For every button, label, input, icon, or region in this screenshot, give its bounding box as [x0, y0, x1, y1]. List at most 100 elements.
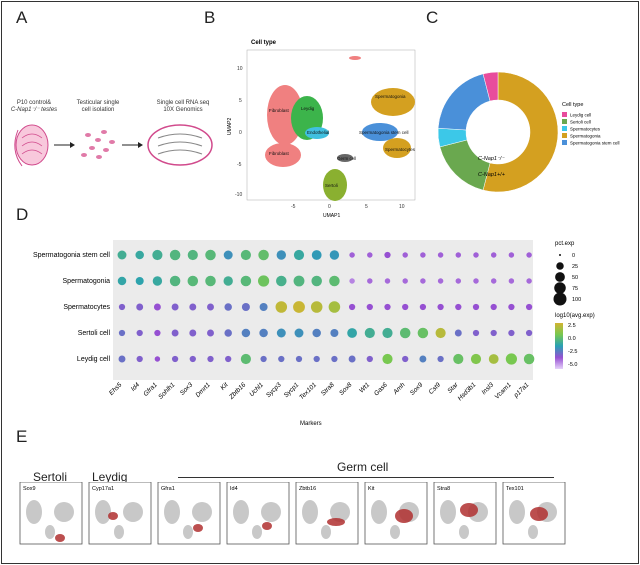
- umap-blob: [114, 525, 124, 539]
- panel-label-e: E: [16, 427, 28, 446]
- dot-mark: [135, 250, 144, 260]
- dot-mark: [257, 275, 270, 287]
- row-label: Spermatocytes: [63, 304, 110, 311]
- dot-mark: [366, 303, 373, 311]
- cluster-sertoli: [323, 169, 347, 201]
- cluster-spermatocytes: [383, 138, 411, 158]
- umap-blob: [233, 500, 249, 524]
- dot-mark: [490, 303, 497, 311]
- dot-mark: [171, 355, 179, 363]
- dot-mark: [508, 278, 515, 284]
- dot-mark: [419, 303, 427, 311]
- xtick: -5: [291, 204, 296, 210]
- donut-arcs: [437, 71, 559, 193]
- donut-slice: [482, 71, 559, 193]
- size-legend-dot: [553, 292, 567, 306]
- ytick: 0: [239, 130, 242, 136]
- size-legend-label: 0: [572, 253, 575, 259]
- cluster-fibroblast-2: [265, 143, 301, 167]
- dot-mark: [455, 303, 462, 311]
- step1-line1: P10 control&: [16, 100, 52, 106]
- cluster-spermatogonia: [371, 88, 415, 116]
- dot-mark: [171, 303, 179, 311]
- dot-mark: [135, 276, 144, 286]
- umap-blob: [95, 500, 111, 524]
- col-label: Sox9: [409, 381, 425, 397]
- dot-mark: [207, 355, 214, 363]
- expression-hotspot: [530, 507, 548, 521]
- dot-mark: [473, 278, 479, 284]
- dot-xlabel: Markers: [300, 421, 322, 427]
- dot-mark: [490, 252, 497, 258]
- dot-mark: [152, 276, 163, 286]
- dot-mark: [312, 328, 321, 338]
- dot-mark: [118, 303, 126, 311]
- dot-mark: [259, 328, 268, 338]
- color-legend-label: 2.5: [568, 323, 576, 329]
- dot-mark: [437, 303, 444, 311]
- dot-mark: [189, 355, 196, 363]
- dot-mark: [349, 252, 355, 258]
- xtick: 10: [399, 204, 405, 210]
- expression-hotspot: [55, 534, 65, 542]
- dot-mark: [171, 329, 179, 337]
- donut-chart: C-Nap1⁻/⁻ C-Nap1+/+ Cell type Leydig cel…: [437, 71, 620, 193]
- color-legend-label: -5.0: [568, 362, 577, 368]
- panel-label-b: B: [204, 8, 216, 27]
- dot-mark: [525, 303, 533, 311]
- dot-mark: [330, 328, 339, 338]
- step3-line2: 10X Genomics: [163, 107, 203, 113]
- umap-plot: Cell type Fibroblast Leydig Sertoli Fibr…: [227, 40, 416, 219]
- dot-mark: [294, 328, 304, 338]
- panel-label-d: D: [16, 205, 29, 224]
- legend-label: Leydig cell: [570, 113, 591, 118]
- xtick: 5: [365, 204, 368, 210]
- expression-hotspot: [108, 512, 118, 520]
- dot-mark: [523, 353, 535, 365]
- dot-mark: [310, 301, 323, 313]
- dot-mark: [508, 329, 515, 337]
- sequencing-icon: [147, 124, 213, 166]
- umap-blob: [509, 500, 525, 524]
- dot-mark: [118, 355, 126, 363]
- dot-mark: [276, 250, 286, 260]
- dot-mark: [437, 252, 444, 258]
- donut-slice: [437, 73, 491, 131]
- umap-blob: [252, 525, 262, 539]
- dot-mark: [240, 275, 252, 287]
- dot-mark: [224, 303, 232, 311]
- dot-mark: [276, 328, 286, 338]
- umap-ylabel: UMAP2: [227, 118, 233, 135]
- cluster-small: [349, 56, 361, 60]
- dot-mark: [136, 329, 143, 337]
- col-label: Sohlh1: [157, 381, 177, 401]
- umap-blob: [192, 502, 212, 522]
- legend-label: Spermatocytes: [570, 127, 601, 132]
- dot-mark: [508, 252, 515, 258]
- dot-mark: [382, 327, 393, 339]
- umap-blob: [164, 500, 180, 524]
- label-spermatogonia-stem: Spermatogonia stem cell: [359, 130, 409, 135]
- dot-mark: [136, 355, 143, 363]
- col-label: Sox8: [338, 381, 354, 397]
- xtick: 0: [328, 204, 331, 210]
- donut-outer-label: C-Nap1+/+: [478, 172, 506, 178]
- step1-line2: C-Nap1⁻/⁻ testes: [10, 107, 58, 113]
- dot-mark: [402, 252, 408, 258]
- size-legend-label: 75: [572, 286, 578, 292]
- workflow-graphic: [14, 124, 213, 167]
- col-label: Ehs5: [108, 381, 124, 397]
- dot-mark: [189, 303, 197, 311]
- dot-mark: [136, 303, 144, 311]
- umap-blob: [330, 502, 350, 522]
- dot-mark: [223, 250, 233, 260]
- ytick: 10: [237, 66, 243, 72]
- feature-label: Zbtb16: [299, 486, 316, 492]
- dot-mark: [455, 252, 462, 258]
- donut-slice: [439, 139, 491, 191]
- col-label: Id4: [130, 381, 142, 393]
- color-bar: [555, 323, 563, 369]
- dot-mark: [275, 301, 288, 313]
- dot-mark: [259, 302, 268, 312]
